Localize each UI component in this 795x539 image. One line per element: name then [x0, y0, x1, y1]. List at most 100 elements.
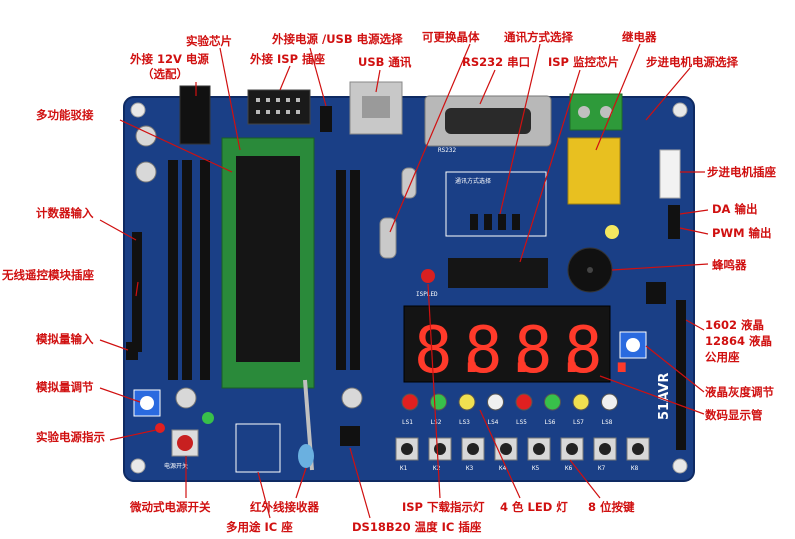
- power-switch-silk: 电源开关: [164, 462, 188, 470]
- label-ext-12v: 外接 12V 电源: [130, 52, 209, 66]
- brand-silk: 51AVR: [657, 373, 672, 420]
- seg-digit: 8.: [414, 314, 491, 388]
- key-label: K5: [532, 465, 540, 472]
- led-label: LS4: [488, 419, 499, 426]
- label-lcd-gray: 液晶灰度调节: [705, 385, 774, 399]
- label-ext-12v-sub: （选配）: [142, 67, 188, 81]
- label-counter-in: 计数器输入: [36, 206, 94, 220]
- key-label: K6: [565, 465, 573, 472]
- led: [601, 393, 618, 411]
- led: [572, 393, 590, 411]
- label-lcd3: 公用座: [705, 350, 740, 364]
- lcd-header[interactable]: [676, 300, 686, 450]
- leader-line: [219, 47, 241, 151]
- leader-line: [135, 281, 139, 297]
- terminal-block[interactable]: [569, 93, 623, 131]
- label-ext-isp: 外接 ISP 插座: [250, 52, 325, 66]
- leader-line: [679, 209, 709, 215]
- led-label: LS3: [459, 419, 470, 426]
- lcd-gray-pot[interactable]: [619, 331, 647, 359]
- label-pwm-out: PWM 输出: [712, 226, 772, 240]
- leader-lines: [99, 43, 709, 519]
- label-rs232: RS232 串口: [462, 55, 531, 69]
- led-label: LS5: [516, 419, 527, 426]
- leader-line: [479, 69, 496, 105]
- led: [430, 393, 447, 411]
- leader-line: [99, 387, 141, 403]
- da-pwm-header[interactable]: [668, 205, 680, 239]
- seg-digit: 8.: [514, 314, 591, 388]
- analog-pot[interactable]: [133, 389, 161, 417]
- seven-segment-display: [403, 305, 611, 383]
- label-ir-recv: 红外线接收器: [250, 500, 319, 514]
- leader-line: [349, 447, 371, 519]
- leader-line: [427, 283, 441, 499]
- isp-header[interactable]: [247, 89, 311, 125]
- leader-line: [389, 43, 471, 233]
- led-label: LS8: [602, 419, 613, 426]
- label-micro-switch: 微动式电源开关: [130, 500, 211, 514]
- key-label: K2: [433, 465, 441, 472]
- leader-line: [645, 67, 691, 121]
- label-lcd2: 12864 液晶: [705, 334, 773, 348]
- label-isp-chip: ISP 监控芯片: [548, 55, 619, 69]
- leader-line: [375, 69, 381, 93]
- leader-line: [309, 47, 327, 107]
- leader-line: [685, 319, 705, 331]
- label-stepper-socket: 步进电机插座: [707, 165, 776, 179]
- power-select-jumper[interactable]: [320, 106, 332, 132]
- label-comm-sel: 通讯方式选择: [504, 30, 573, 44]
- leader-line: [645, 345, 705, 393]
- label-stepper-power: 步进电机电源选择: [646, 55, 738, 69]
- relay: [567, 137, 621, 205]
- seg-digits: 8.8.8.8.: [414, 314, 641, 388]
- label-multi-jumper: 多功能驳接: [36, 108, 94, 122]
- comm-select-jumpers[interactable]: [470, 214, 520, 230]
- leader-line: [257, 471, 271, 519]
- label-ds18b20: DS18B20 温度 IC 插座: [352, 520, 482, 534]
- center-pin-headers[interactable]: [336, 170, 360, 370]
- label-power-ind: 实验电源指示: [36, 430, 105, 444]
- label-multi-ic: 多用途 IC 座: [226, 520, 293, 534]
- stepper-socket[interactable]: [659, 149, 681, 199]
- leader-line: [99, 219, 137, 241]
- analog-input-header[interactable]: [126, 342, 138, 360]
- label-seg-display: 数码显示管: [705, 408, 763, 422]
- leader-line: [99, 339, 129, 351]
- label-buzzer: 蜂鸣器: [712, 258, 747, 272]
- label-led4: 4 色 LED 灯: [500, 500, 568, 514]
- leader-line: [569, 459, 601, 499]
- mounting-holes: [130, 102, 688, 474]
- dc-jack[interactable]: [179, 85, 211, 145]
- test-chip: [236, 156, 300, 362]
- label-lcd1: 1602 液晶: [705, 318, 765, 332]
- label-keys8: 8 位按键: [588, 500, 635, 514]
- led-label: LS7: [573, 419, 584, 426]
- leader-line: [611, 263, 709, 271]
- label-usb-comm: USB 通讯: [358, 55, 412, 69]
- label-crystal: 可更换晶体: [422, 30, 480, 44]
- label-ext-usb-sel: 外接电源 /USB 电源选择: [272, 32, 403, 46]
- led: [487, 393, 504, 411]
- led-label: LS6: [545, 419, 556, 426]
- seg-digit: 8.: [464, 314, 541, 388]
- leader-line: [599, 375, 705, 415]
- label-relay: 继电器: [622, 30, 657, 44]
- key-label: K3: [466, 465, 474, 472]
- leader-line: [295, 467, 307, 499]
- label-wireless: 无线遥控模块插座: [2, 268, 94, 282]
- label-isp-led: ISP 下载指示灯: [402, 500, 485, 514]
- led: [401, 393, 419, 411]
- label-analog-in: 模拟量输入: [36, 332, 94, 346]
- key-label: K4: [499, 465, 507, 472]
- ds18b20-socket[interactable]: [340, 426, 360, 446]
- isp-led-silk: ISPLED: [416, 291, 438, 298]
- leader-line: [499, 43, 541, 215]
- led: [515, 393, 533, 411]
- rs232-silk: RS232: [438, 147, 456, 154]
- leader-line: [279, 65, 291, 91]
- leader-line: [595, 43, 641, 151]
- key-label: K1: [400, 465, 408, 472]
